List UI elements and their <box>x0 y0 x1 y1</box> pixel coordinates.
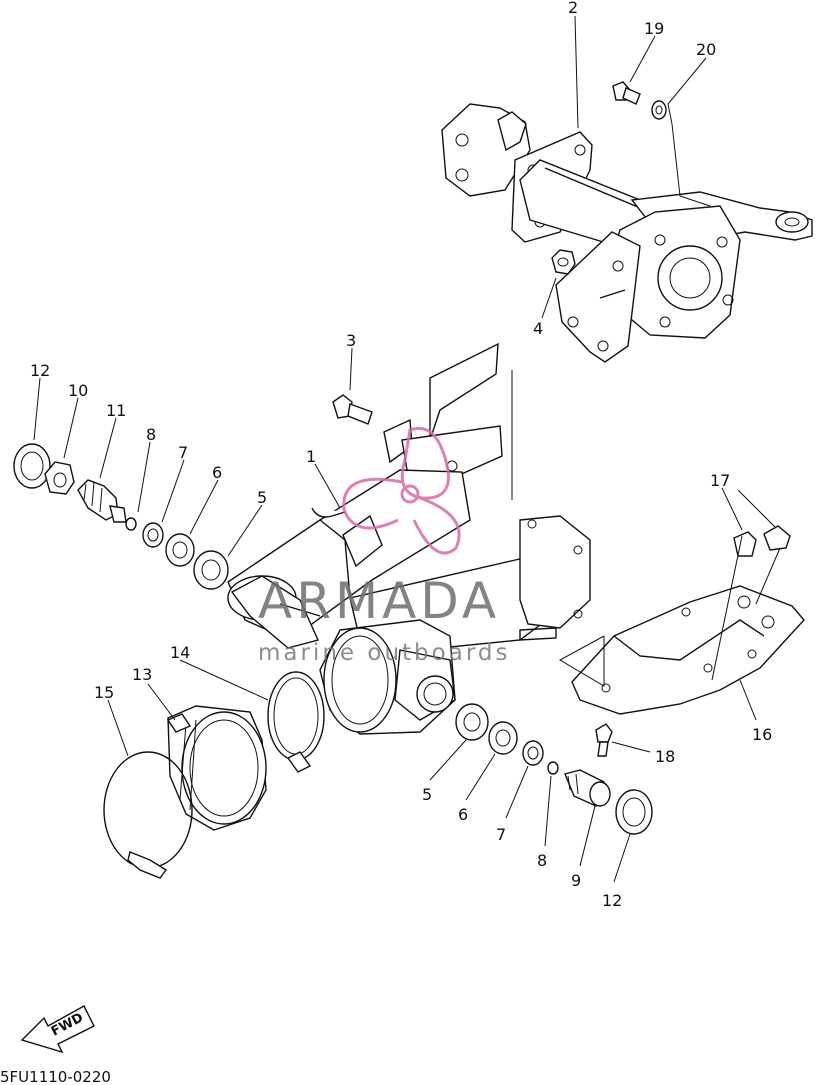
part-18-bolt <box>595 723 613 757</box>
callout-1: 1 <box>306 447 316 466</box>
part-12-cap-right <box>615 789 653 835</box>
part-7-seal-left <box>142 522 164 548</box>
part-4-nut <box>551 249 576 275</box>
callout-15: 15 <box>94 683 114 702</box>
part-16-guard <box>571 585 805 715</box>
callout-16: 16 <box>752 725 772 744</box>
part-20-washer <box>651 100 667 120</box>
part-8-oring-left <box>125 517 137 531</box>
part-1-swingarm <box>227 342 591 735</box>
armada-logo-watermark: ARMADA marine outboards <box>258 427 510 666</box>
callout-6-right: 6 <box>458 805 468 824</box>
callout-14: 14 <box>170 643 190 662</box>
part-13-boot <box>166 705 267 831</box>
part-14-gasket <box>267 671 325 773</box>
callout-7-right: 7 <box>496 825 506 844</box>
callout-4: 4 <box>533 319 543 338</box>
callout-9: 9 <box>571 871 581 890</box>
part-6-seal-left <box>165 533 195 567</box>
part-19-bolt <box>612 81 641 105</box>
callout-13: 13 <box>132 665 152 684</box>
callout-7-left: 7 <box>178 443 188 462</box>
fwd-arrow-icon: FWD <box>20 1005 95 1054</box>
leader-lines <box>33 15 781 883</box>
callout-20: 20 <box>696 40 716 59</box>
part-6-seal-right <box>488 721 518 755</box>
callout-8-right: 8 <box>537 851 547 870</box>
callout-5-left: 5 <box>257 488 267 507</box>
watermark-tagline: marine outboards <box>258 640 510 666</box>
part-2-housing <box>441 103 813 363</box>
callout-18: 18 <box>655 747 675 766</box>
callout-19: 19 <box>644 19 664 38</box>
part-10-nut <box>44 461 75 495</box>
callout-11: 11 <box>106 401 126 420</box>
callout-12-left: 12 <box>30 361 50 380</box>
callout-3: 3 <box>346 331 356 350</box>
part-12-cap-left <box>13 443 51 489</box>
diagram-code: 5FU1110-0220 <box>0 1068 111 1085</box>
callout-labels: 2 19 20 4 3 12 10 11 8 7 6 5 1 17 16 14 … <box>30 0 772 910</box>
part-11-pivot-shaft <box>77 479 127 523</box>
part-5-bearing-right <box>455 703 489 741</box>
part-3-bolt <box>332 394 373 425</box>
callout-6-left: 6 <box>212 463 222 482</box>
callout-2: 2 <box>568 0 578 17</box>
callout-8-left: 8 <box>146 425 156 444</box>
callout-17: 17 <box>710 471 730 490</box>
part-5-bearing-left <box>193 550 229 590</box>
part-8-oring-right <box>547 761 559 775</box>
part-15-clamp <box>103 751 193 879</box>
part-9-pivot-bolt <box>564 769 611 807</box>
watermark-brand: ARMADA <box>258 572 500 630</box>
callout-10: 10 <box>68 381 88 400</box>
callout-5-right: 5 <box>422 785 432 804</box>
part-17-grommets <box>733 525 791 557</box>
callout-12-right: 12 <box>602 891 622 910</box>
part-7-seal-right <box>522 740 544 766</box>
